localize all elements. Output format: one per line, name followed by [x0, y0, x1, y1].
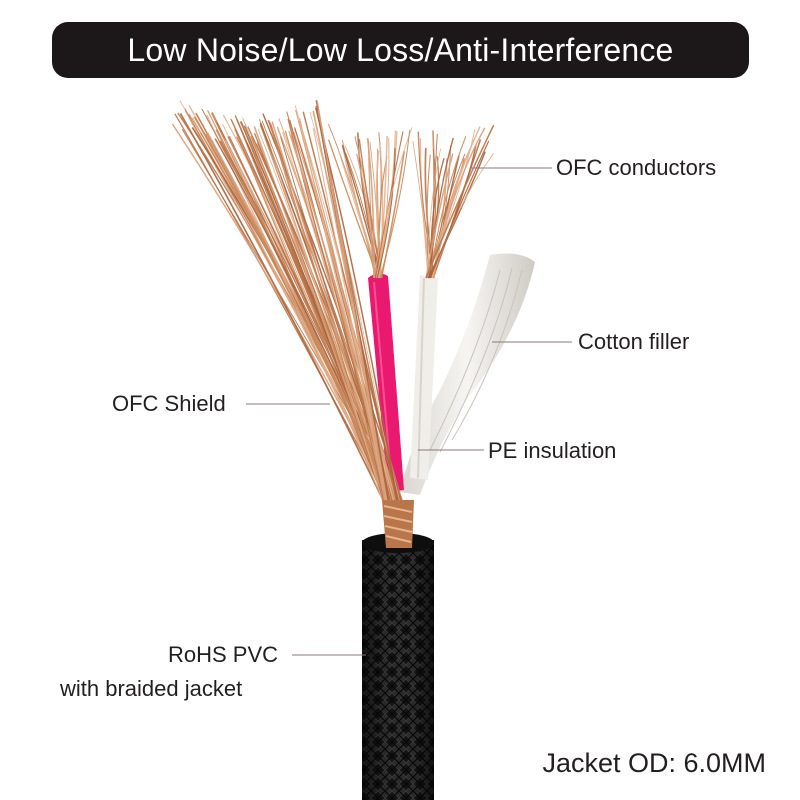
label-jacket-braided: with braided jacket: [60, 676, 243, 701]
label-jacket-material: RoHS PVC: [168, 642, 279, 667]
label-pe-insulation: PE insulation: [488, 438, 617, 463]
braided-jacket: [362, 533, 434, 800]
copper-strands: [171, 100, 495, 501]
shield-knot: [382, 500, 414, 548]
page-title: Low Noise/Low Loss/Anti-Interference: [127, 31, 674, 68]
label-ofc-conductors: OFC conductors: [556, 155, 717, 180]
jacket-od-spec: Jacket OD: 6.0MM: [542, 748, 766, 778]
pink-conductor-strands: [327, 123, 413, 279]
label-ofc-shield: OFC Shield: [112, 391, 226, 416]
label-cotton-filler: Cotton filler: [578, 329, 690, 354]
shield-strand-fan: [171, 100, 403, 501]
white-insulated-conductor: [410, 275, 438, 480]
leader-lines: [246, 167, 572, 656]
title-banner: Low Noise/Low Loss/Anti-Interference: [52, 22, 749, 78]
white-conductor-strands: [412, 124, 495, 279]
cotton-filler: [400, 253, 535, 495]
